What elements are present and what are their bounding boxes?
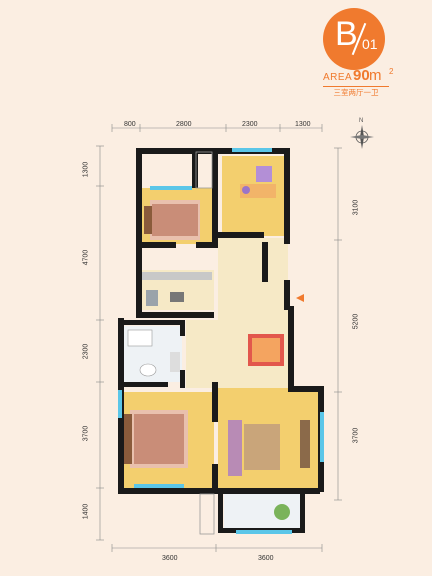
compass-north-label: N xyxy=(359,118,364,124)
entrance-arrow-icon xyxy=(296,294,304,302)
bathroom-fixtures xyxy=(127,329,180,377)
bedroom-1-furniture xyxy=(144,200,200,240)
balconies xyxy=(195,151,215,535)
area-label: AREA xyxy=(323,72,353,83)
windows xyxy=(118,148,324,534)
dim-bottom-2: 3600 xyxy=(258,555,274,562)
kitchen-fixtures xyxy=(142,272,212,306)
dim-top-1: 800 xyxy=(124,121,136,128)
area-row: AREA 90 m 2 xyxy=(323,67,394,84)
living-furniture xyxy=(228,420,310,476)
area-value: 90 xyxy=(353,67,370,84)
dimension-lines xyxy=(96,124,342,552)
area-subtitle: 三室两厅一卫 xyxy=(323,86,389,97)
compass-icon xyxy=(350,125,374,149)
dim-bottom-1: 3600 xyxy=(162,555,178,562)
dim-top-3: 2300 xyxy=(242,121,258,128)
area-unit: m xyxy=(369,67,382,84)
study-furniture xyxy=(240,166,276,198)
unit-badge: B 01 xyxy=(323,8,385,70)
badge-number: 01 xyxy=(362,36,378,52)
badge-letter: B xyxy=(335,15,358,53)
compass: N xyxy=(349,118,375,158)
dim-top-4: 1300 xyxy=(295,121,311,128)
bedroom-2-furniture xyxy=(124,410,188,468)
area-unit-sup: 2 xyxy=(389,67,394,76)
balcony-plant xyxy=(274,504,290,520)
dim-top-2: 2800 xyxy=(176,121,192,128)
dining-table xyxy=(248,334,284,366)
